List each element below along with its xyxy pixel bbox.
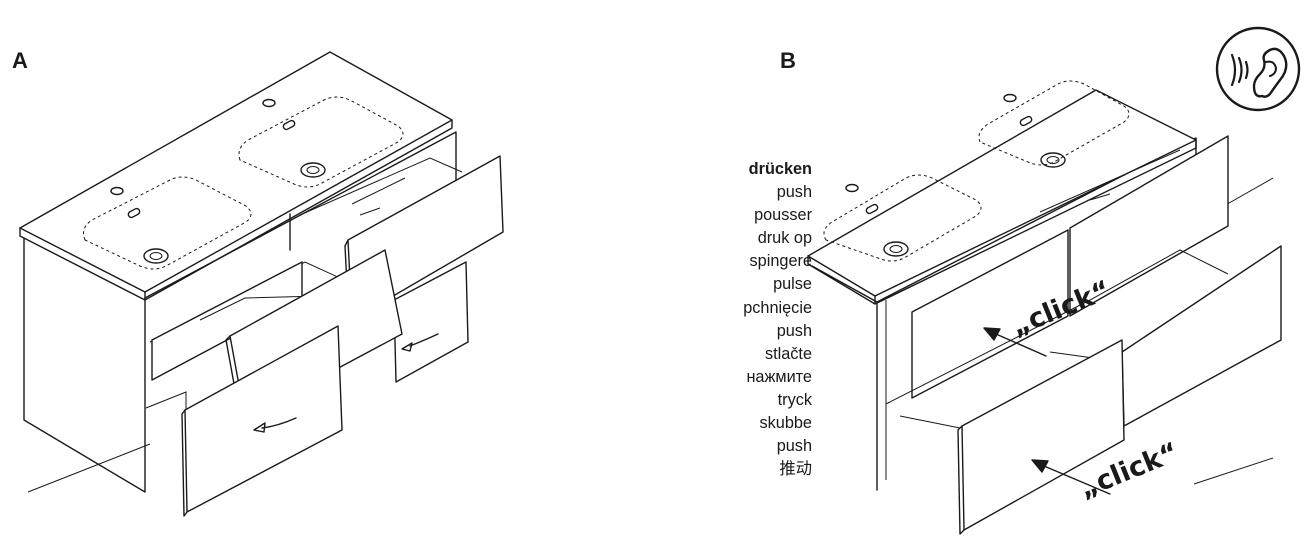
left-drain-inner <box>149 252 163 260</box>
left-drain-icon <box>143 248 169 264</box>
instruction-word: skubbe <box>759 414 812 433</box>
right-drain-b-inner <box>1046 156 1060 164</box>
left-upper-drawer-interior <box>199 295 321 321</box>
right-drain-icon <box>300 162 326 178</box>
right-close-arrow-head <box>401 342 413 352</box>
instruction-word: pchnięcie <box>743 298 812 317</box>
right-tap-hole-b <box>1003 93 1017 103</box>
left-tap-hole <box>110 186 124 196</box>
instruction-word: druk op <box>757 229 812 248</box>
panel-b-label: B <box>780 48 796 73</box>
instruction-word: drücken <box>748 160 812 178</box>
left-drain-b-inner <box>889 245 903 253</box>
right-lower-drawer-front <box>393 261 469 383</box>
left-overflow <box>127 207 141 219</box>
lower-push-arrow-head <box>1031 459 1049 473</box>
instruction-word: spingere <box>749 252 812 271</box>
right-basin <box>238 96 404 188</box>
left-drain-b-icon <box>883 241 909 257</box>
upper-left-drawer-front <box>911 229 1069 399</box>
lower-drawer-edge <box>957 425 965 535</box>
right-upper-drawer-interior <box>351 177 406 216</box>
instruction-word: push <box>776 183 812 202</box>
upper-push-arrow-head <box>983 327 1001 341</box>
right-drain-b-icon <box>1040 152 1066 168</box>
panel-a-label: A <box>12 48 28 73</box>
vanity-unit-b: „click“ „click“ <box>807 80 1282 535</box>
instruction-word: push <box>776 321 812 340</box>
countertop-side-edge <box>144 119 453 301</box>
countertop-b-edges <box>807 139 1197 305</box>
left-tap-hole-b <box>845 183 859 193</box>
right-drain-inner <box>306 166 320 174</box>
ear-sound-icon <box>1215 26 1301 112</box>
instruction-word: нажмите <box>746 367 812 386</box>
left-basin-b <box>823 174 982 262</box>
left-lower-drawer-front <box>184 325 343 513</box>
lower-push-arrow <box>1043 465 1111 495</box>
instruction-word: stlačte <box>764 344 812 363</box>
right-overflow <box>282 119 296 131</box>
countertop-front-edge <box>19 227 146 301</box>
left-overflow-b <box>865 203 879 215</box>
right-tap-hole <box>262 98 276 108</box>
left-lower-drawer-box <box>145 391 187 418</box>
cabinet-outline <box>811 137 1197 491</box>
right-close-arrow <box>409 333 439 347</box>
right-overflow-b <box>1019 115 1033 127</box>
upper-drawer-interior <box>1039 149 1181 213</box>
right-basin-b <box>978 80 1130 166</box>
floor-line <box>27 443 151 493</box>
vanity-unit-a <box>19 51 504 517</box>
instruction-word: push <box>776 437 812 456</box>
instruction-word: 推动 <box>779 460 812 479</box>
push-instruction-list: drücken push pousser druk op spingere pu… <box>600 158 812 481</box>
cabinet-left-side <box>23 237 146 493</box>
floor-line-right <box>1193 457 1274 485</box>
left-close-arrow-head <box>253 422 266 433</box>
instruction-word: pulse <box>773 275 812 294</box>
instruction-word: tryck <box>777 390 812 409</box>
upper-right-drawer-front <box>1069 135 1229 317</box>
upper-push-arrow <box>995 333 1047 357</box>
left-lower-drawer-edge <box>181 409 188 517</box>
right-upper-drawer-box <box>299 157 463 216</box>
left-basin <box>83 176 252 270</box>
instruction-word: pousser <box>754 206 812 225</box>
lower-left-drawer-front <box>961 339 1125 531</box>
lower-drawer-back-rail <box>885 249 1229 405</box>
